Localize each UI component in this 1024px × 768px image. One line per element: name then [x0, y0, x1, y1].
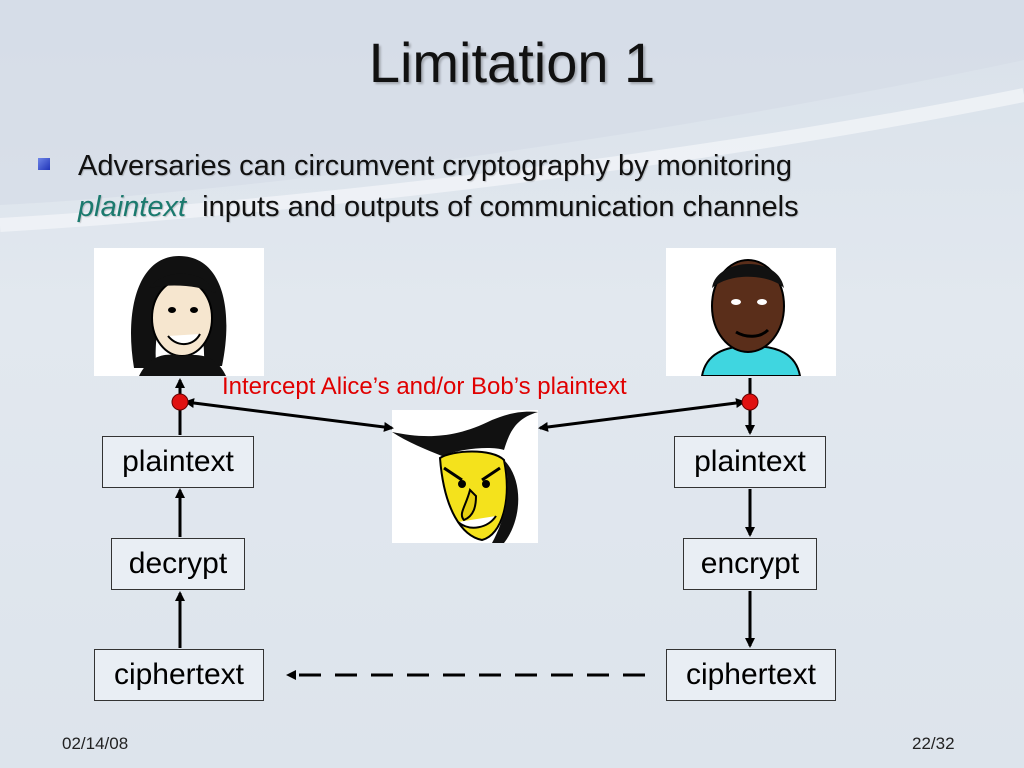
- adversary-witch-icon: [392, 410, 538, 543]
- intercept-arrow-bob: [538, 398, 746, 432]
- intercept-caption: Intercept Alice’s and/or Bob’s plaintext: [222, 373, 627, 400]
- right-ciphertext-box: ciphertext: [666, 649, 836, 701]
- encrypt-box: encrypt: [683, 538, 817, 590]
- footer-date: 02/14/08: [62, 734, 129, 753]
- footer-page-number: 22/32: [912, 734, 955, 753]
- intercept-arrow-alice: [184, 398, 394, 432]
- bullet-text: Adversaries can circumvent cryptography …: [78, 146, 978, 228]
- left-ciphertext-box: ciphertext: [94, 649, 264, 701]
- alice-face-icon: [94, 248, 264, 376]
- bullet-line-2: inputs and outputs of communication chan…: [202, 191, 799, 223]
- right-plaintext-box: plaintext: [674, 436, 826, 488]
- bullet-line-1: Adversaries can circumvent cryptography …: [78, 150, 793, 182]
- bullet-square-icon: [38, 158, 50, 170]
- tap-point-bob: [741, 393, 759, 411]
- bullet-emphasis: plaintext: [78, 191, 187, 223]
- left-plaintext-box: plaintext: [102, 436, 254, 488]
- slide-title: Limitation 1: [368, 31, 656, 94]
- bob-face-icon: [666, 248, 836, 377]
- tap-point-alice: [171, 393, 189, 411]
- decrypt-box: decrypt: [111, 538, 245, 590]
